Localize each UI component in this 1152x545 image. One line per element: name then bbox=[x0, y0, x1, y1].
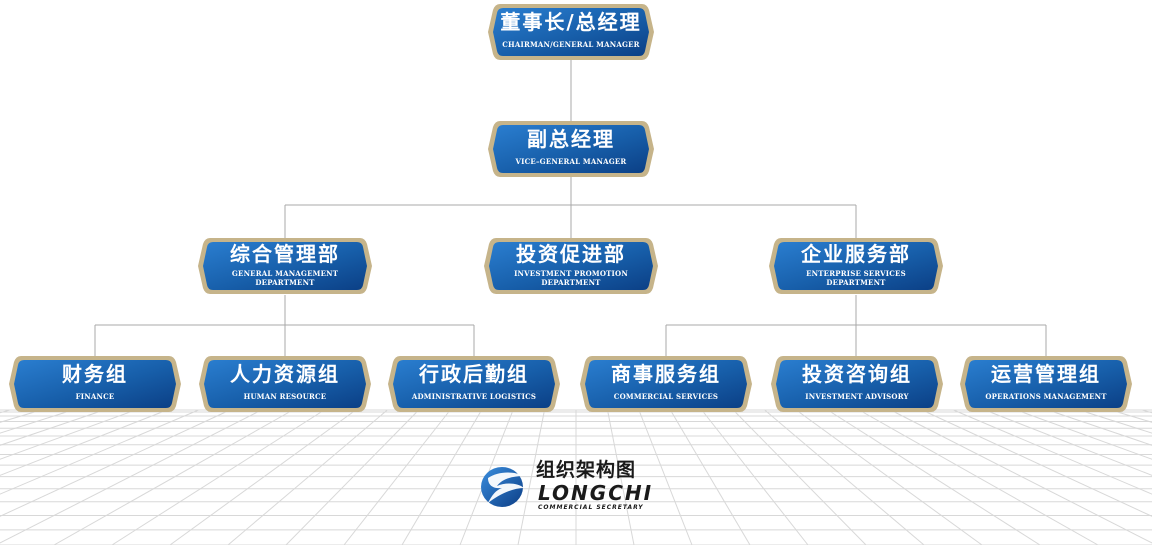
node-subtitle: HUMAN RESOURCE bbox=[243, 392, 327, 401]
node-title: 副总经理 bbox=[527, 127, 615, 151]
node-title: 综合管理部 bbox=[230, 242, 340, 266]
node-human-resource-group: 人力资源组 HUMAN RESOURCE bbox=[197, 354, 373, 414]
node-title: 行政后勤组 bbox=[419, 362, 529, 386]
node-title: 商事服务组 bbox=[611, 362, 721, 386]
node-finance-group: 财务组 FINANCE bbox=[7, 354, 183, 414]
node-subtitle: CHAIRMAN/GENERAL MANAGER bbox=[502, 40, 640, 49]
node-title: 运营管理组 bbox=[991, 362, 1101, 386]
node-subtitle: GENERAL MANAGEMENT DEPARTMENT bbox=[231, 269, 339, 287]
node-subtitle: FINANCE bbox=[75, 392, 115, 401]
node-administrative-logistics-group: 行政后勤组 ADMINISTRATIVE LOGISTICS bbox=[386, 354, 562, 414]
node-title: 投资促进部 bbox=[516, 242, 626, 266]
node-subtitle: OPERATIONS MANAGEMENT bbox=[985, 392, 1107, 401]
node-title: 人力资源组 bbox=[230, 362, 340, 386]
chart-title: 组织架构图 bbox=[536, 459, 637, 481]
node-chairman: 董事长/总经理 CHAIRMAN/GENERAL MANAGER bbox=[486, 2, 656, 62]
node-operations-management-group: 运营管理组 OPERATIONS MANAGEMENT bbox=[958, 354, 1134, 414]
node-subtitle: INVESTMENT ADVISORY bbox=[805, 392, 909, 401]
node-title: 企业服务部 bbox=[801, 242, 911, 266]
node-subtitle: ADMINISTRATIVE LOGISTICS bbox=[411, 392, 537, 401]
company-logo: 组织架构图 LONGCHI COMMERCIAL SECRETARY bbox=[478, 458, 678, 518]
node-enterprise-services-department: 企业服务部 ENTERPRISE SERVICES DEPARTMENT bbox=[767, 236, 945, 296]
node-title: 投资咨询组 bbox=[802, 362, 912, 386]
node-commercial-services-group: 商事服务组 COMMERCIAL SERVICES bbox=[578, 354, 754, 414]
node-subtitle: INVESTMENT PROMOTION DEPARTMENT bbox=[514, 269, 628, 287]
node-title: 董事长/总经理 bbox=[500, 10, 642, 34]
node-investment-advisory-group: 投资咨询组 INVESTMENT ADVISORY bbox=[769, 354, 945, 414]
longchi-logo-icon bbox=[481, 467, 524, 507]
brand-tagline: COMMERCIAL SECRETARY bbox=[538, 504, 644, 511]
node-subtitle: COMMERCIAL SERVICES bbox=[613, 392, 719, 401]
node-general-management-department: 综合管理部 GENERAL MANAGEMENT DEPARTMENT bbox=[196, 236, 374, 296]
node-vice-general-manager: 副总经理 VICE–GENERAL MANAGER bbox=[486, 119, 656, 179]
node-investment-promotion-department: 投资促进部 INVESTMENT PROMOTION DEPARTMENT bbox=[482, 236, 660, 296]
node-title: 财务组 bbox=[62, 362, 128, 386]
node-subtitle: VICE–GENERAL MANAGER bbox=[515, 157, 627, 166]
brand-name: LONGCHI bbox=[538, 481, 654, 505]
node-subtitle: ENTERPRISE SERVICES DEPARTMENT bbox=[806, 269, 906, 287]
